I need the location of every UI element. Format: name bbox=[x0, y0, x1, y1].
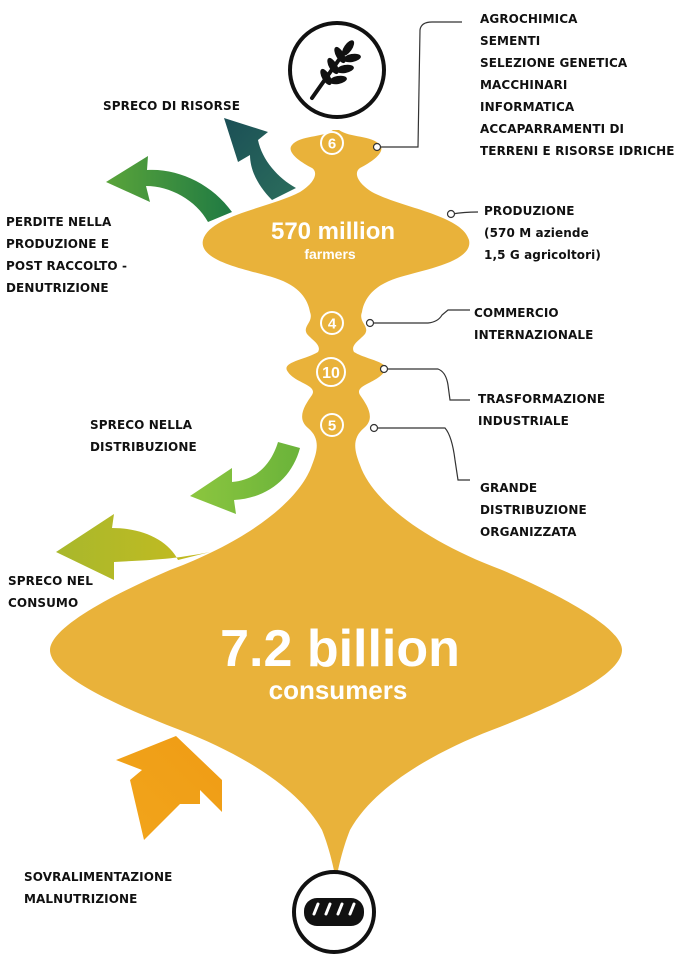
label-inputs: AGROCHIMICA SEMENTI SELEZIONE GENETICA M… bbox=[480, 12, 675, 158]
wheat-icon bbox=[288, 21, 386, 119]
label-processing: TRASFORMAZIONE INDUSTRIALE bbox=[478, 392, 606, 428]
consumption-waste-arrow bbox=[56, 514, 210, 580]
stage-count-retail: 5 bbox=[328, 418, 336, 435]
connector-dot-trade bbox=[365, 318, 375, 328]
production-loss-arrow bbox=[106, 156, 232, 222]
stage-count-inputs: 6 bbox=[328, 136, 336, 153]
producers-count: 570 million bbox=[271, 218, 395, 245]
label-consumption-waste: SPRECO NEL CONSUMO bbox=[8, 574, 93, 610]
stage-badge-processing: 10 bbox=[316, 357, 346, 387]
distribution-waste-arrow bbox=[190, 442, 300, 514]
connector-dot-inputs bbox=[372, 142, 382, 152]
stage-badge-inputs: 6 bbox=[320, 131, 344, 155]
overnutrition-arrow bbox=[116, 736, 222, 840]
connector-retail bbox=[375, 427, 470, 481]
connector-inputs bbox=[378, 21, 462, 148]
connector-processing bbox=[384, 368, 470, 401]
stage-badge-trade: 4 bbox=[320, 311, 344, 335]
connector-dot-processing bbox=[379, 364, 389, 374]
stage-count-processing: 10 bbox=[322, 365, 340, 382]
label-distribution-waste: SPRECO NELLA DISTRIBUZIONE bbox=[90, 418, 197, 454]
connector-production bbox=[451, 211, 479, 215]
consumers-unit: consumers bbox=[269, 675, 408, 705]
connector-dot-production bbox=[446, 209, 456, 219]
funnel-body bbox=[50, 130, 622, 880]
connector-dot-retail bbox=[369, 423, 379, 433]
label-production: PRODUZIONE (570 M aziende 1,5 G agricolt… bbox=[484, 204, 601, 262]
label-retail: GRANDE DISTRIBUZIONE ORGANIZZATA bbox=[480, 481, 587, 539]
label-production-loss: PERDITE NELLA PRODUZIONE E POST RACCOLTO… bbox=[6, 215, 128, 295]
resource-waste-arrow bbox=[224, 118, 296, 200]
bread-icon bbox=[292, 870, 376, 954]
stage-badge-retail: 5 bbox=[320, 413, 344, 437]
label-trade: COMMERCIO INTERNAZIONALE bbox=[474, 306, 594, 342]
label-overnutrition: SOVRALIMENTAZIONE MALNUTRIZIONE bbox=[24, 870, 173, 906]
producers-unit: farmers bbox=[304, 246, 356, 262]
connector-trade bbox=[371, 309, 470, 324]
label-resource-waste: SPRECO DI RISORSE bbox=[103, 99, 240, 113]
consumers-count: 7.2 billion bbox=[220, 620, 460, 678]
stage-count-trade: 4 bbox=[328, 316, 337, 333]
